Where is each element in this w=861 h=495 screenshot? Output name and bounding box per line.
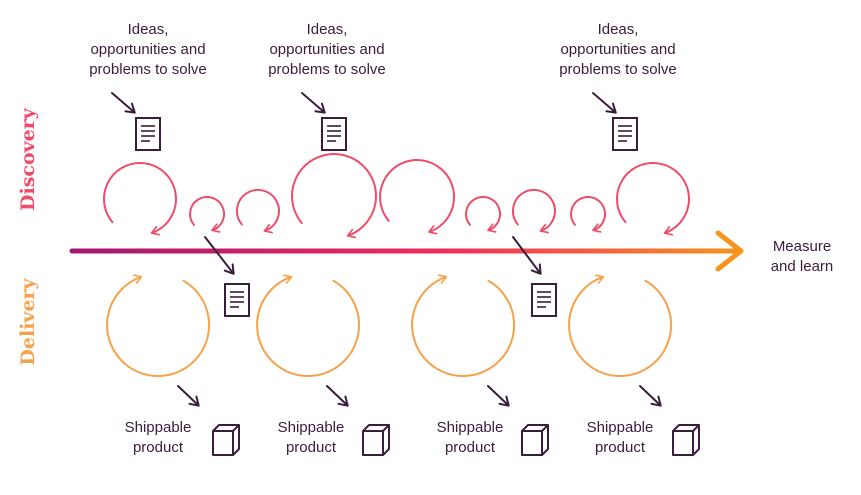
diagonal-arrow-icon [487,385,510,407]
discovery-loop [465,196,502,233]
boxes [212,424,700,456]
pointers [111,92,662,407]
documents [135,117,638,317]
shippable-label-3: Shippable product [436,419,504,456]
delivery-loop [256,274,361,377]
diagonal-arrow-icon [111,92,136,114]
measure-label: Measure and learn [770,238,834,275]
diagonal-arrow-icon [512,236,542,275]
delivery-loops [106,274,673,377]
document-icon [531,283,557,317]
discovery-loop [615,162,690,236]
discovery-label: Discovery [17,108,39,211]
delivery-loop [568,274,673,377]
diagonal-arrow-icon [639,385,662,407]
delivery-loop [106,274,211,377]
ideas-label-2: Ideas, opportunities and problems to sol… [268,21,386,78]
discovery-loops [102,153,690,239]
shippable-label-2: Shippable product [277,419,345,456]
shippable-label-4: Shippable product [586,419,654,456]
discovery-loop [511,189,556,234]
timeline-arrowhead [715,230,744,272]
document-icon [612,117,638,151]
diagonal-arrow-icon [326,385,349,407]
discovery-loop [570,196,607,233]
ideas-label-1: Ideas, opportunities and problems to sol… [89,21,207,78]
discovery-loop [291,153,377,239]
delivery-label: Delivery [17,278,39,366]
discovery-loop [379,159,456,235]
diagonal-arrow-icon [177,385,200,407]
discovery-loop [235,189,280,234]
discovery-loop [102,162,177,236]
discovery-loop [189,196,226,233]
box-icon [212,424,240,456]
shippable-label-1: Shippable product [124,419,192,456]
document-icon [224,283,250,317]
box-icon [521,424,549,456]
diagonal-arrow-icon [301,92,326,114]
document-icon [321,117,347,151]
delivery-loop [411,274,516,377]
box-icon [362,424,390,456]
box-icon [672,424,700,456]
document-icon [135,117,161,151]
ideas-label-3: Ideas, opportunities and problems to sol… [559,21,677,78]
diagonal-arrow-icon [592,92,617,114]
diagonal-arrow-icon [204,236,235,275]
